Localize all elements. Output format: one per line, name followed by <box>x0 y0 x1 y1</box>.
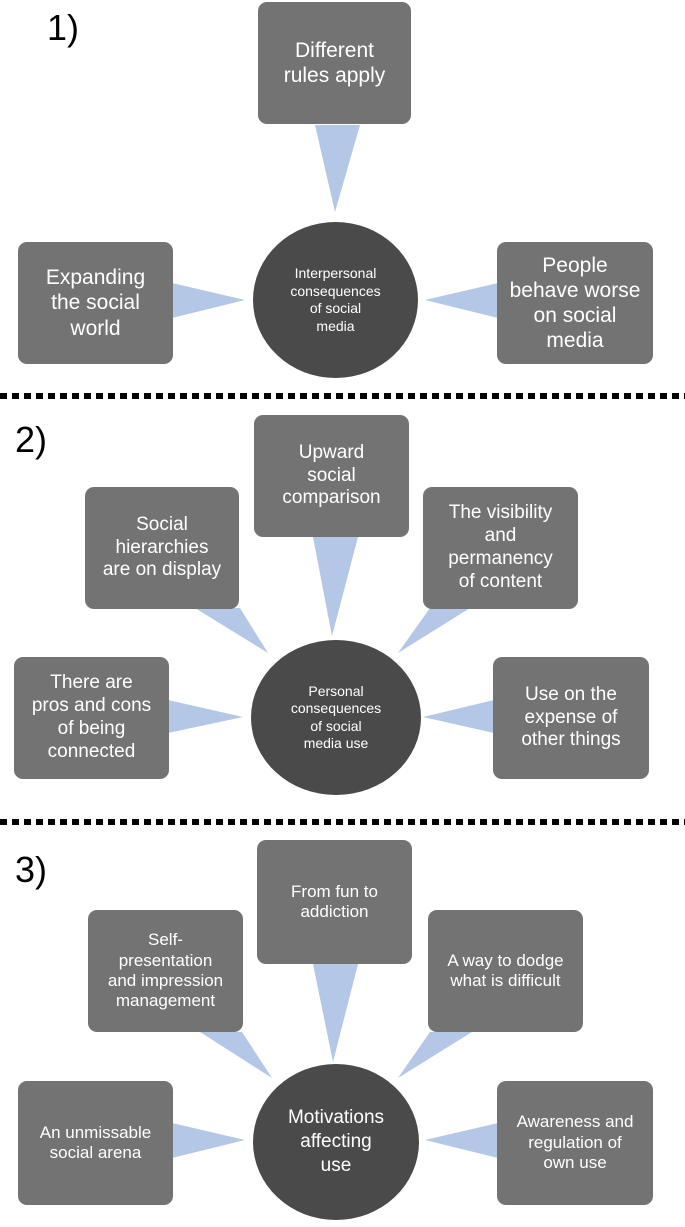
box-visibility-permanency: The visibility and permanency of content <box>423 487 578 609</box>
box-social-hierarchies: Social hierarchies are on display <box>85 487 239 609</box>
connector-top <box>313 537 358 636</box>
connector-right <box>425 283 498 318</box>
box-unmissable-arena: An unmissable social arena <box>18 1081 173 1205</box>
section-1: 1) Different rules apply Expanding the s… <box>0 0 685 390</box>
connector-left <box>168 700 243 733</box>
connector-right <box>423 700 494 733</box>
box-awareness-regulation: Awareness and regulation of own use <box>497 1081 653 1205</box>
box-expanding-social-world: Expanding the social world <box>18 242 173 364</box>
connector-upper-right <box>398 1032 472 1078</box>
section-divider-2 <box>0 819 685 825</box>
connector-upper-left <box>200 1032 272 1078</box>
connector-upper-right <box>398 608 470 653</box>
section-number: 1) <box>47 7 80 48</box>
connector-top <box>315 125 360 212</box>
section-number: 3) <box>15 849 48 890</box>
box-use-on-expense: Use on the expense of other things <box>493 657 649 779</box>
connector-left <box>172 1123 245 1158</box>
connector-right <box>425 1123 498 1158</box>
box-fun-to-addiction: From fun to addiction <box>257 840 412 964</box>
connector-upper-left <box>195 608 268 653</box>
section-2-connectors <box>168 537 494 733</box>
box-self-presentation: Self- presentation and impression manage… <box>88 910 243 1032</box>
connector-top <box>313 964 358 1062</box>
section-number: 2) <box>15 419 48 460</box>
section-2: 2) Upward social comparison Social hiera… <box>14 415 649 795</box>
connector-left <box>172 283 245 318</box>
box-dodge-difficult: A way to dodge what is difficult <box>428 910 583 1032</box>
section-divider-1 <box>0 393 685 399</box>
hub-personal-consequences: Personal consequences of social media us… <box>251 640 421 795</box>
box-upward-social-comparison: Upward social comparison <box>254 415 409 537</box>
box-people-behave-worse: People behave worse on social media <box>497 242 653 364</box>
box-different-rules: Different rules apply <box>258 2 411 124</box>
section-1-connectors <box>172 125 498 318</box>
box-pros-and-cons: There are pros and cons of being connect… <box>14 657 169 779</box>
hub-interpersonal-consequences: Interpersonal consequences of social med… <box>253 222 418 378</box>
hub-motivations: Motivations affecting use <box>253 1064 419 1220</box>
